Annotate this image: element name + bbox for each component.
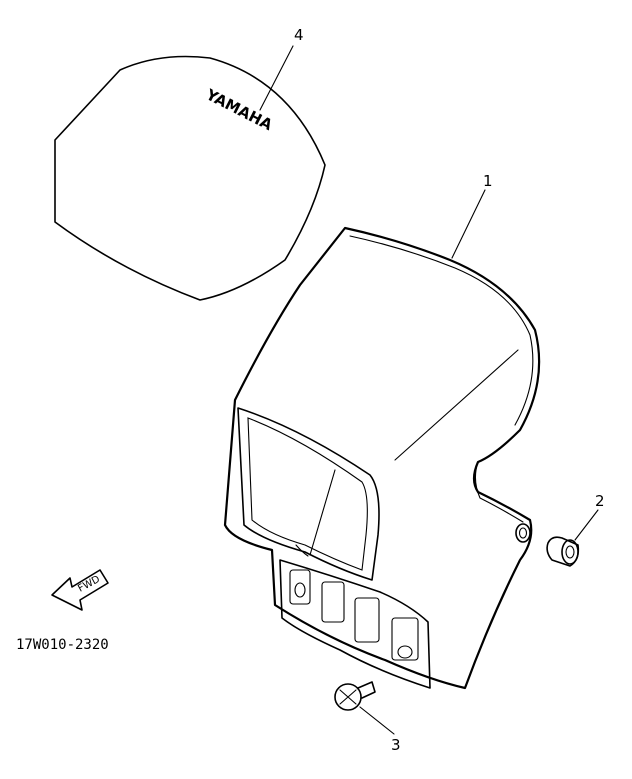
decal-logo-text: YAMAHA [202,85,275,134]
grommet-part-2 [546,536,580,567]
screw-part-3 [334,681,376,711]
headlight-cover-part-1 [223,226,541,690]
callout-part-2: 2 [595,492,605,510]
forward-direction-arrow: FWD [51,569,109,611]
callout-part-3: 3 [391,736,401,754]
callout-part-1: 1 [483,172,493,190]
drawing-code: 17W010-2320 [16,637,109,653]
callout-part-4: 4 [294,26,304,44]
leader-lines [259,45,599,735]
decal-part-4: YAMAHA [54,55,326,301]
forward-arrow-label: FWD [76,574,102,595]
